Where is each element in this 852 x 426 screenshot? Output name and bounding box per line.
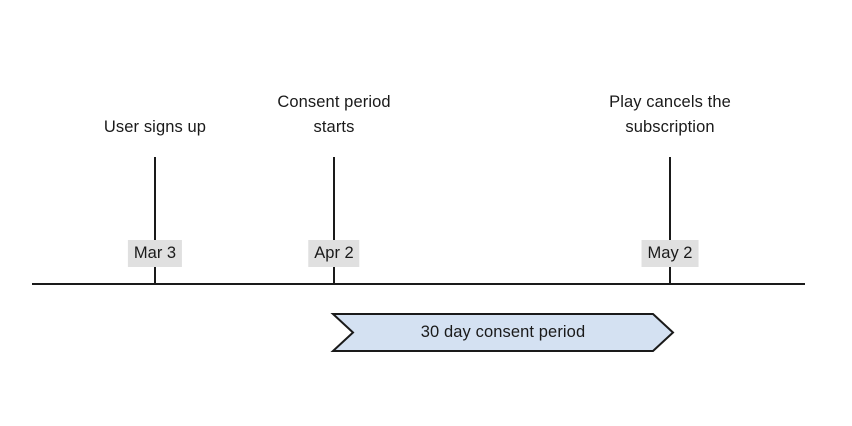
event-label-line-2: subscription xyxy=(625,118,715,136)
event-label-play-cancels-subscription: Play cancels the subscription xyxy=(609,90,731,140)
event-tick-play-cancels-subscription xyxy=(669,157,671,284)
event-tick-consent-period-starts xyxy=(333,157,335,284)
event-date-chip-mar-3: Mar 3 xyxy=(127,240,183,267)
event-label-line-1: User signs up xyxy=(103,118,207,136)
event-label-line-2: starts xyxy=(313,118,355,136)
event-label-consent-period-starts: Consent period starts xyxy=(277,90,390,140)
banner-arrow-shape xyxy=(330,313,675,352)
event-date-chip-may-2: May 2 xyxy=(641,240,699,267)
timeline-axis-line xyxy=(32,283,805,285)
event-tick-user-signs-up xyxy=(154,157,156,284)
banner-arrow-polygon xyxy=(330,313,675,352)
event-label-user-signs-up: User signs up xyxy=(104,115,206,140)
event-label-line-1: Play cancels the xyxy=(609,93,731,111)
event-date-chip-apr-2: Apr 2 xyxy=(308,240,360,267)
consent-period-banner: 30 day consent period xyxy=(330,313,675,352)
event-label-line-1: Consent period xyxy=(277,93,391,111)
